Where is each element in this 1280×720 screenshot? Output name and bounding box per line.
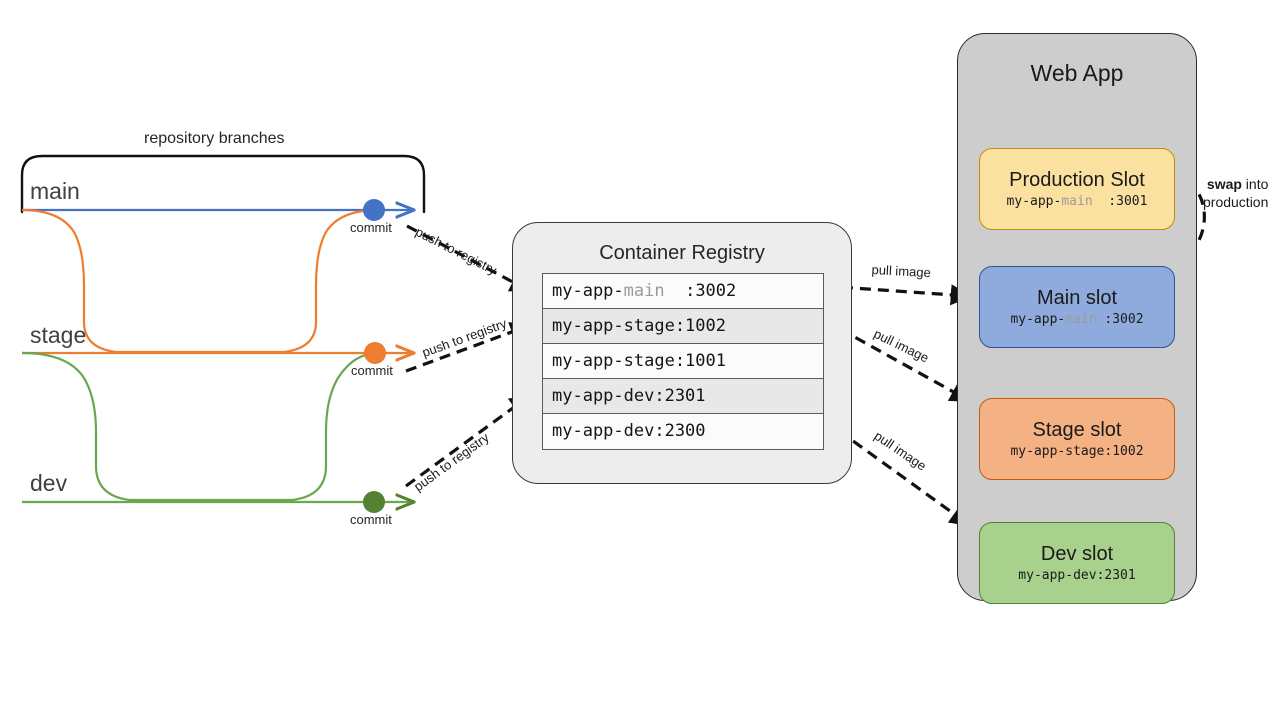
registry-row[interactable]: my-app-stage:1001 xyxy=(543,344,823,379)
commit-dot-main xyxy=(363,199,385,221)
registry-row-prefix: my-app-stage:1002 xyxy=(552,316,726,336)
slot-stage-title: Stage slot xyxy=(1032,419,1122,441)
registry-row-prefix: my-app-dev:2300 xyxy=(552,421,706,441)
commit-label-stage: commit xyxy=(351,363,393,378)
registry-row-prefix: my-app- xyxy=(552,281,624,301)
swap-into-word: into xyxy=(1241,176,1269,192)
slot-dev-image: my-app-dev:2301 xyxy=(1018,568,1136,583)
branch-label-main: main xyxy=(30,178,80,204)
slot-tag-branch: main xyxy=(1065,312,1097,327)
slot-production-title: Production Slot xyxy=(1009,169,1145,191)
swap-into-production-label: swap into production xyxy=(1203,176,1268,211)
slot-tag-prefix: my-app- xyxy=(1006,194,1062,209)
slot-stage-image: my-app-stage:1002 xyxy=(1010,444,1144,459)
slot-stage[interactable]: Stage slot my-app-stage:1002 xyxy=(979,398,1175,480)
commit-label-dev: commit xyxy=(350,512,392,527)
pull-image-label-main: pull image xyxy=(871,262,932,281)
web-app-panel: Web App Production Slot my-app-main :300… xyxy=(957,33,1197,604)
pull-image-label-dev: pull image xyxy=(871,428,930,474)
slot-tag-version: :3002 xyxy=(1096,312,1144,327)
registry-row[interactable]: my-app-dev:2301 xyxy=(543,379,823,414)
registry-row-prefix: my-app-dev:2301 xyxy=(552,386,706,406)
registry-row-prefix: my-app-stage:1001 xyxy=(552,351,726,371)
registry-row[interactable]: my-app-main :3002 xyxy=(543,274,823,309)
slot-main-title: Main slot xyxy=(1036,287,1118,309)
registry-row[interactable]: my-app-dev:2300 xyxy=(543,414,823,449)
slot-tag-prefix: my-app- xyxy=(1010,312,1066,327)
container-registry-title: Container Registry xyxy=(599,242,765,264)
repository-branches-label: repository branches xyxy=(144,130,285,147)
slot-tag-version: :3001 xyxy=(1092,194,1148,209)
registry-row[interactable]: my-app-stage:1002 xyxy=(543,309,823,344)
branch-label-dev: dev xyxy=(30,470,68,496)
commit-dot-stage xyxy=(364,342,386,364)
web-app-title: Web App xyxy=(1030,60,1124,86)
push-to-registry-label-dev: push to registry xyxy=(411,429,492,495)
slot-dev[interactable]: Dev slot my-app-dev:2301 xyxy=(979,522,1175,604)
commit-dot-dev xyxy=(363,491,385,513)
repository-bracket xyxy=(20,154,426,214)
commit-label-main: commit xyxy=(350,220,392,235)
swap-keyword: swap xyxy=(1206,176,1242,192)
registry-image-list: my-app-main :3002 my-app-stage:1002 my-a… xyxy=(542,273,824,450)
registry-row-branch: main xyxy=(623,281,665,301)
pull-image-label-stage: pull image xyxy=(871,326,932,366)
registry-row-tag: :3002 xyxy=(664,281,737,301)
slot-production-image: my-app-main :3001 xyxy=(1007,194,1148,209)
slot-production[interactable]: Production Slot my-app-main :3001 xyxy=(979,148,1175,230)
slot-main[interactable]: Main slot my-app-main :3002 xyxy=(979,266,1175,348)
slot-tag-branch: main xyxy=(1061,194,1093,209)
slot-main-image: my-app-main :3002 xyxy=(1010,312,1143,327)
slot-dev-title: Dev slot xyxy=(1040,543,1114,565)
push-to-registry-label-stage: push to registry xyxy=(420,315,509,361)
container-registry-panel: Container Registry my-app-main :3002 my-… xyxy=(512,222,852,484)
branch-label-stage: stage xyxy=(30,322,87,348)
swap-production-word: production xyxy=(1203,193,1269,210)
push-to-registry-label-main: push to registry xyxy=(413,224,500,278)
